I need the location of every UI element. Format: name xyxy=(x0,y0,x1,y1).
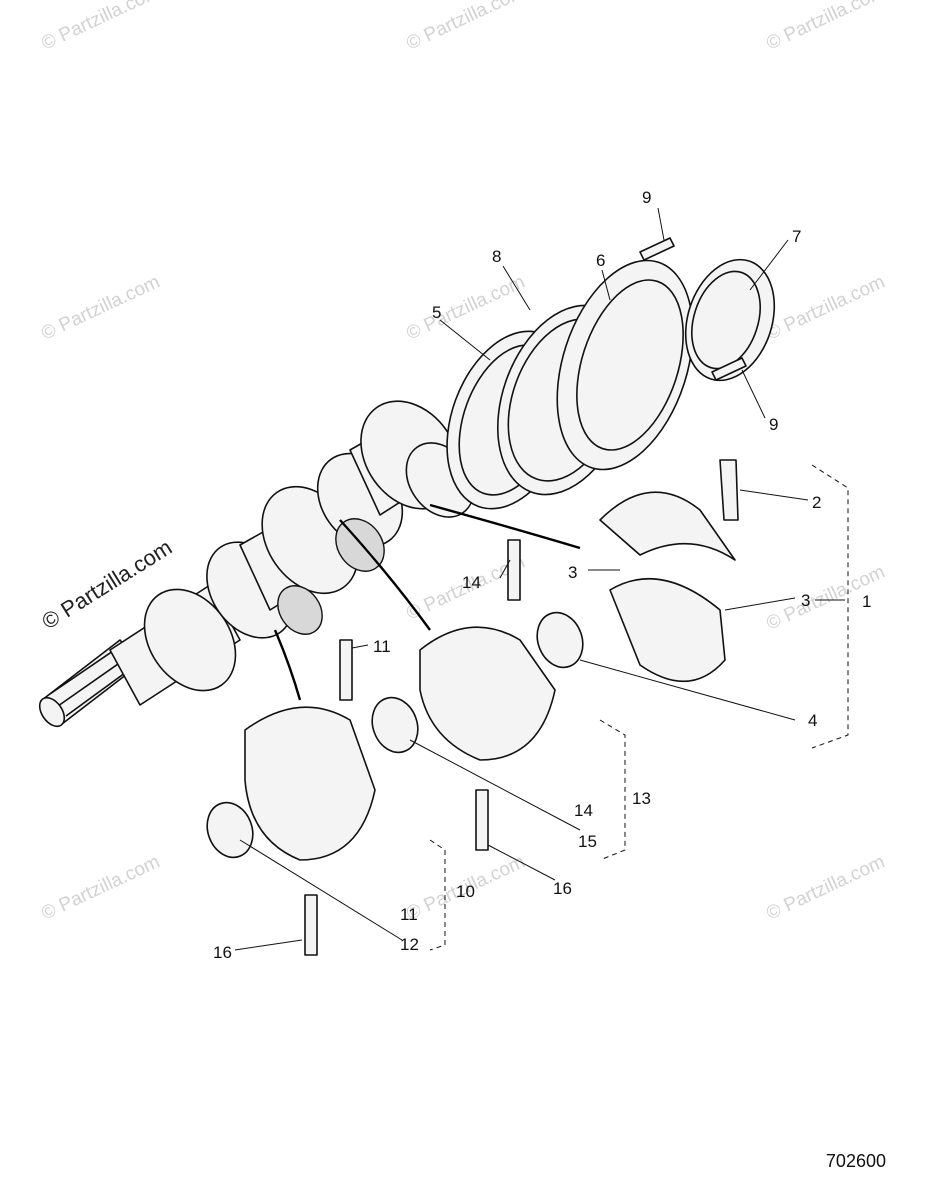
callout-11: 11 xyxy=(373,637,391,656)
part-6-housing xyxy=(556,259,694,471)
callout-14: 14 xyxy=(462,573,481,592)
part-9-bolt-top xyxy=(639,237,675,261)
seal-line xyxy=(429,503,581,550)
watermark: © Partzilla.com xyxy=(403,271,528,344)
seal-line xyxy=(273,629,302,701)
callout-6: 6 xyxy=(596,251,605,270)
part-4-bearing xyxy=(536,611,584,669)
callout-5: 5 xyxy=(432,303,441,322)
callout-9: 9 xyxy=(769,415,778,434)
leader-lines xyxy=(234,207,845,951)
callout-8: 8 xyxy=(492,247,501,266)
part-16-stud xyxy=(304,894,318,956)
watermark: © Partzilla.com xyxy=(38,271,163,344)
callout-7: 7 xyxy=(792,227,801,246)
callout-15: 15 xyxy=(578,832,597,851)
callout-3: 3 xyxy=(568,563,577,582)
part-13-bearing-cap xyxy=(419,626,556,761)
part-15-bearing xyxy=(371,696,419,754)
callout-9: 9 xyxy=(642,188,651,207)
part-9-bolt-bottom xyxy=(711,357,747,381)
group-brackets xyxy=(429,464,849,951)
part-1-bearing-cap xyxy=(599,491,736,683)
watermark: © Partzilla.com xyxy=(763,851,888,924)
crankshaft xyxy=(38,400,475,728)
callout-4: 4 xyxy=(808,711,817,730)
callout-12: 12 xyxy=(400,935,419,954)
callout-11: 11 xyxy=(400,905,418,924)
part-10-bearing-cap xyxy=(244,706,376,861)
figure-number: 702600 xyxy=(825,1151,886,1171)
part-2-bolt xyxy=(719,459,739,521)
part-14-stud xyxy=(507,539,521,601)
watermark: © Partzilla.com xyxy=(38,0,163,55)
callout-2: 2 xyxy=(812,493,821,512)
part-16-stud xyxy=(475,789,489,851)
callouts: 1 2 3 3 4 5 6 7 8 9 9 10 11 11 12 13 14 … xyxy=(213,188,871,962)
callout-16: 16 xyxy=(553,879,572,898)
callout-10: 10 xyxy=(456,882,475,901)
part-12-bearing xyxy=(206,801,254,859)
watermark: © Partzilla.com xyxy=(38,851,163,924)
callout-13: 13 xyxy=(632,789,651,808)
watermark: © Partzilla.com xyxy=(763,271,888,344)
callout-16: 16 xyxy=(213,943,232,962)
seal-line xyxy=(339,519,431,631)
callout-3: 3 xyxy=(801,591,810,610)
part-11-stud xyxy=(339,639,353,701)
callout-14: 14 xyxy=(574,801,593,820)
watermark: © Partzilla.com xyxy=(403,0,528,55)
callout-1: 1 xyxy=(862,592,871,611)
part-7-seal xyxy=(684,258,776,382)
watermark: © Partzilla.com xyxy=(763,0,888,55)
